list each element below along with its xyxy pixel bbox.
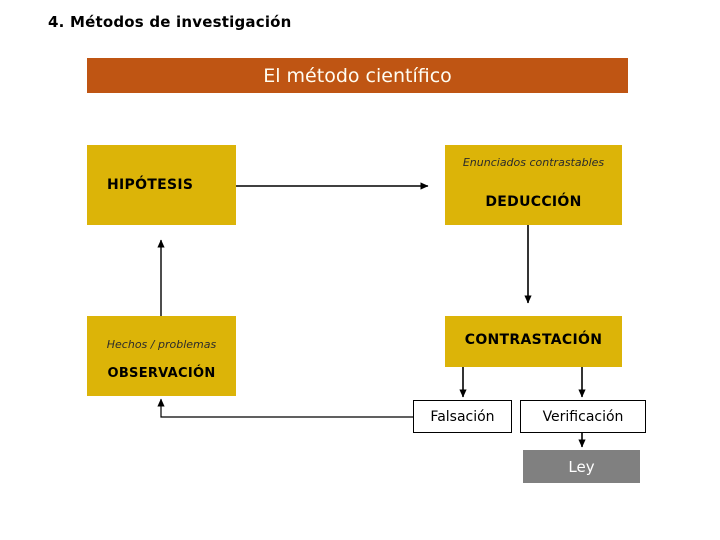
node-contrastacion[interactable]: CONTRASTACIÓN (445, 316, 622, 367)
node-observacion[interactable]: Hechos / problemas OBSERVACIÓN (87, 316, 236, 396)
arrow-falsacion-to-observacion (157, 398, 413, 418)
node-deduccion-label: DEDUCCIÓN (485, 194, 582, 210)
node-hipotesis[interactable]: HIPÓTESIS (87, 145, 236, 225)
title-banner-text: El método científico (263, 64, 452, 87)
node-ley[interactable]: Ley (523, 450, 640, 483)
node-hipotesis-label: HIPÓTESIS (107, 177, 194, 193)
node-deduccion-caption: Enunciados contrastables (462, 156, 605, 169)
node-falsacion[interactable]: Falsación (413, 400, 512, 433)
node-ley-label: Ley (568, 457, 595, 476)
node-observacion-label: OBSERVACIÓN (107, 366, 216, 381)
node-deduccion[interactable]: Enunciados contrastables DEDUCCIÓN (445, 145, 622, 225)
page-title: 4. Métodos de investigación (48, 13, 292, 31)
node-falsacion-label: Falsación (430, 408, 495, 425)
title-banner: El método científico (87, 58, 628, 93)
node-verificacion[interactable]: Verificación (520, 400, 646, 433)
node-verificacion-label: Verificación (542, 408, 624, 425)
node-contrastacion-label: CONTRASTACIÓN (464, 332, 603, 348)
node-observacion-caption: Hechos / problemas (106, 338, 217, 351)
